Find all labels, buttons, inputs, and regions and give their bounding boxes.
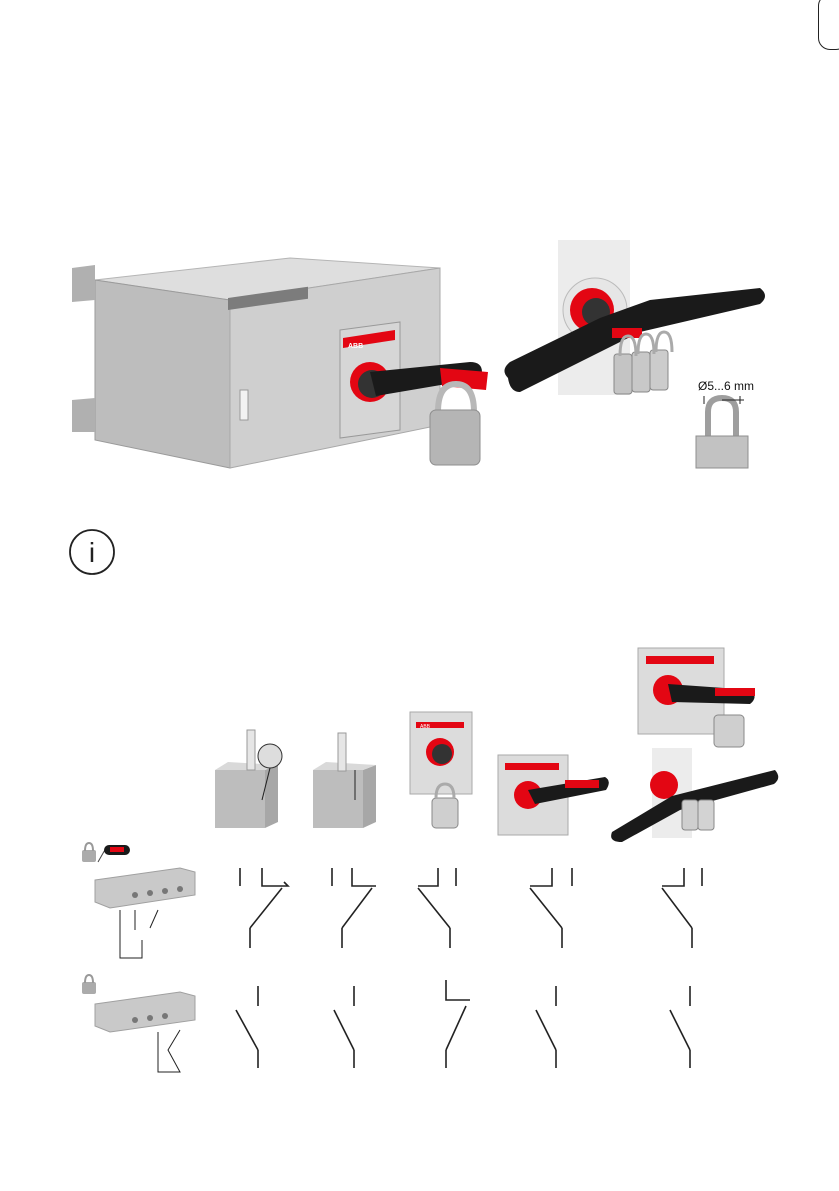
terminal-block-lower xyxy=(95,992,195,1072)
info-glyph: i xyxy=(89,537,95,568)
switch-body: ABB xyxy=(72,258,488,468)
switch-front-handle-padlock xyxy=(638,648,755,747)
padlock-icon xyxy=(432,798,458,828)
lock-handle-icon xyxy=(82,843,130,862)
padlock-icon xyxy=(430,410,480,465)
lock-icon xyxy=(82,975,96,994)
t-handle-assembly xyxy=(504,240,765,395)
padlock-icon xyxy=(714,715,744,747)
padlock-icon xyxy=(698,800,714,830)
padlock-icon xyxy=(696,436,748,468)
aux-lever xyxy=(240,390,248,420)
switch-front-padlocked: ABB xyxy=(410,712,472,828)
padlock-icon xyxy=(682,800,698,830)
contact-symbols-row-1 xyxy=(240,868,702,948)
abb-logo: ABB xyxy=(348,343,363,350)
contact-symbols-row-2 xyxy=(236,980,690,1068)
switch-front-handle xyxy=(498,755,609,835)
abb-logo: ABB xyxy=(420,724,431,730)
auxiliary-contact-diagram: ABB xyxy=(0,640,839,1091)
padlock-dimension-label: Ø5...6 mm xyxy=(698,379,754,393)
padlock-icon xyxy=(614,332,672,394)
switch-padlock-illustration: ABB xyxy=(0,0,839,520)
padlock-dimension-drawing xyxy=(696,396,748,468)
aux-block-open xyxy=(215,730,282,828)
aux-block-closed xyxy=(313,733,376,828)
info-icon: i xyxy=(68,528,116,576)
terminal-block-upper xyxy=(95,868,195,958)
t-handle-padlocks-small xyxy=(611,748,778,842)
